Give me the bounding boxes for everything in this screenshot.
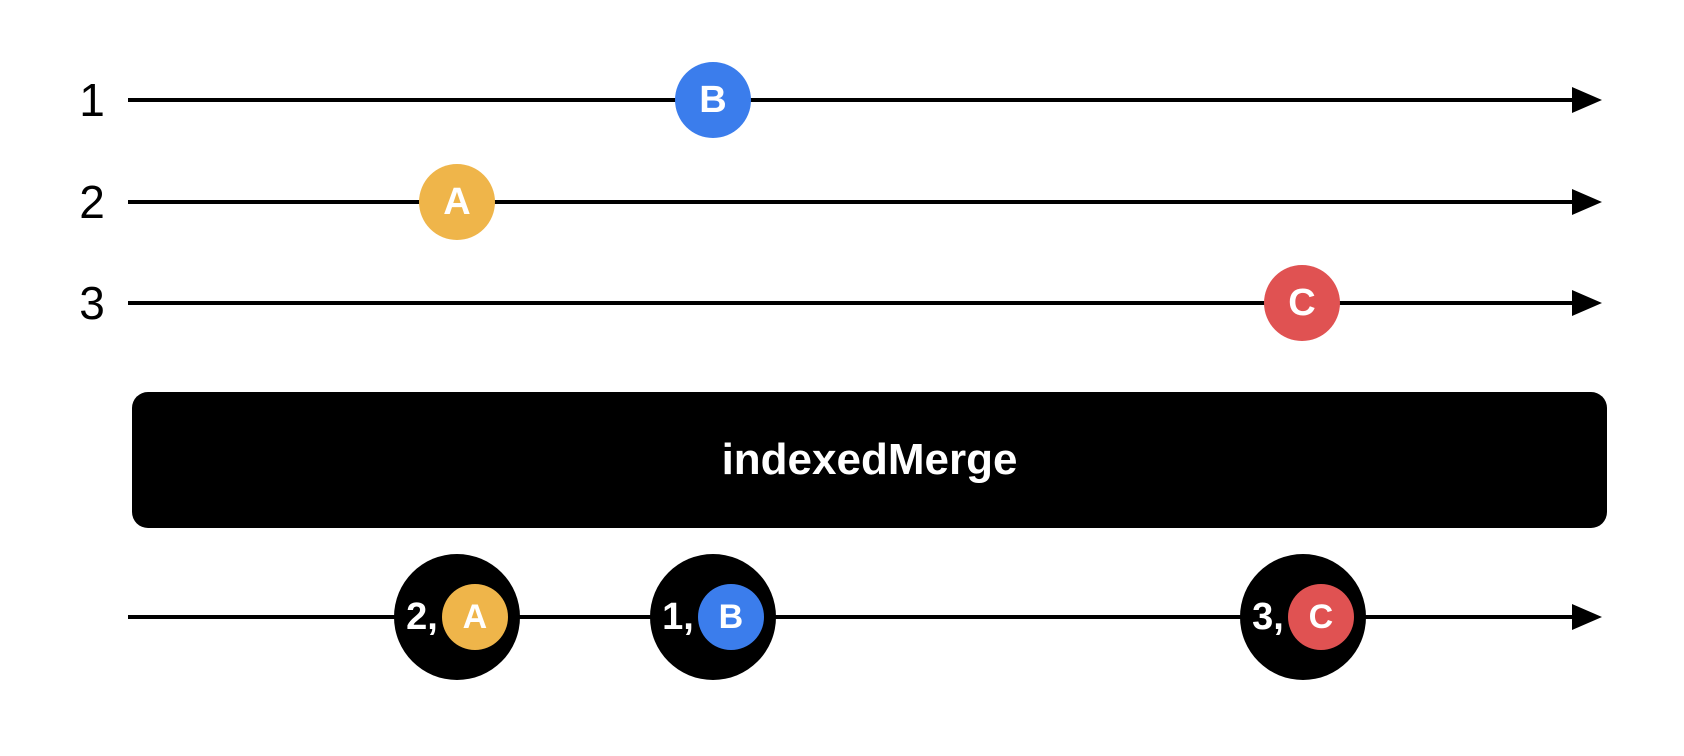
stream-1-timeline: [128, 98, 1574, 102]
output-marble-1b-index: 1,: [662, 596, 694, 638]
operator-box: indexedMerge: [132, 392, 1607, 528]
stream-1-label: 1: [79, 74, 105, 126]
output-marble-1b: 1, B: [650, 554, 776, 680]
output-marble-1b-value-circle: B: [697, 584, 764, 650]
output-marble-2a: 2, A: [394, 554, 520, 680]
arrowhead-icon: [1572, 604, 1602, 630]
output-marble-2a-value-circle: A: [441, 584, 508, 650]
stream-2-label: 2: [79, 176, 105, 228]
output-marble-2a-index: 2,: [406, 596, 438, 638]
marble-a: A: [419, 164, 495, 240]
marble-b: B: [675, 62, 751, 138]
marble-c: C: [1264, 265, 1340, 341]
marble-a-label: A: [443, 181, 471, 223]
output-marble-3c-index: 3,: [1252, 596, 1284, 638]
arrowhead-icon: [1572, 290, 1602, 316]
stream-2-timeline: [128, 200, 1574, 204]
output-timeline: [128, 615, 1574, 619]
output-marble-3c-value-circle: C: [1287, 584, 1354, 650]
operator-label: indexedMerge: [721, 435, 1018, 484]
arrowhead-icon: [1572, 189, 1602, 215]
marble-b-label: B: [699, 79, 727, 121]
stream-3-timeline: [128, 301, 1574, 305]
output-marble-3c: 3, C: [1240, 554, 1366, 680]
stream-3-label: 3: [79, 277, 105, 329]
arrowhead-icon: [1572, 87, 1602, 113]
marble-c-label: C: [1288, 282, 1316, 324]
